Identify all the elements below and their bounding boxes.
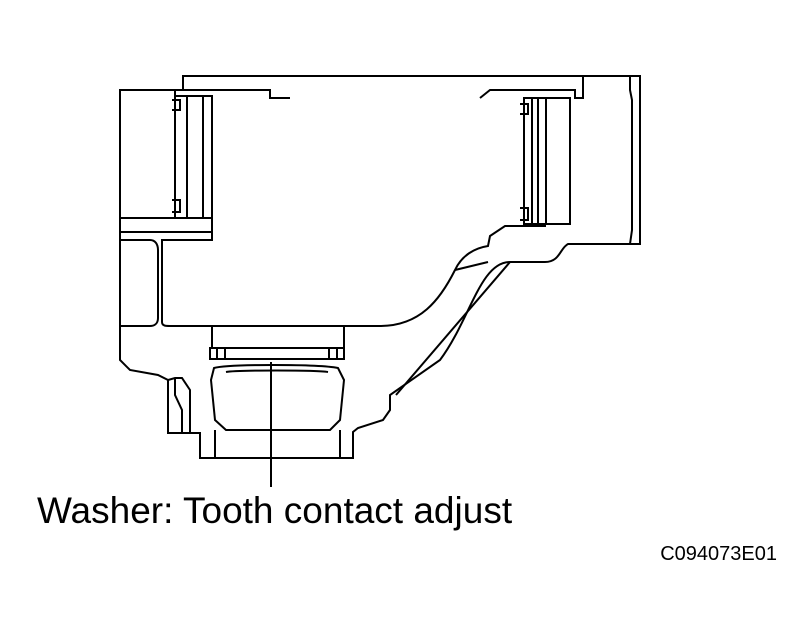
right-flange-step	[546, 97, 571, 225]
left-bearing-detail	[172, 99, 181, 213]
inner-cavity	[161, 225, 546, 327]
right-rib-diagonal	[395, 261, 511, 396]
housing-outline	[119, 75, 641, 459]
left-web	[120, 239, 159, 327]
right-flange-face	[629, 76, 633, 245]
adjusting-washer	[209, 347, 345, 360]
right-rib	[454, 261, 489, 271]
figure-code: C094073E01	[660, 543, 777, 565]
washer-callout-label: Washer: Tooth contact adjust	[37, 490, 513, 531]
left-flange-inner	[120, 90, 176, 219]
right-bearing-outer	[523, 97, 547, 225]
right-bearing-detail	[520, 103, 529, 221]
washer-segments	[216, 348, 338, 359]
pinion-boss	[211, 325, 345, 349]
left-flange-rib	[120, 218, 213, 233]
left-bearing-outer	[174, 95, 213, 219]
housing-top-step	[183, 89, 290, 99]
pinion-bearing	[209, 364, 346, 431]
lower-race	[214, 430, 341, 459]
housing-top-step-right	[479, 76, 584, 99]
